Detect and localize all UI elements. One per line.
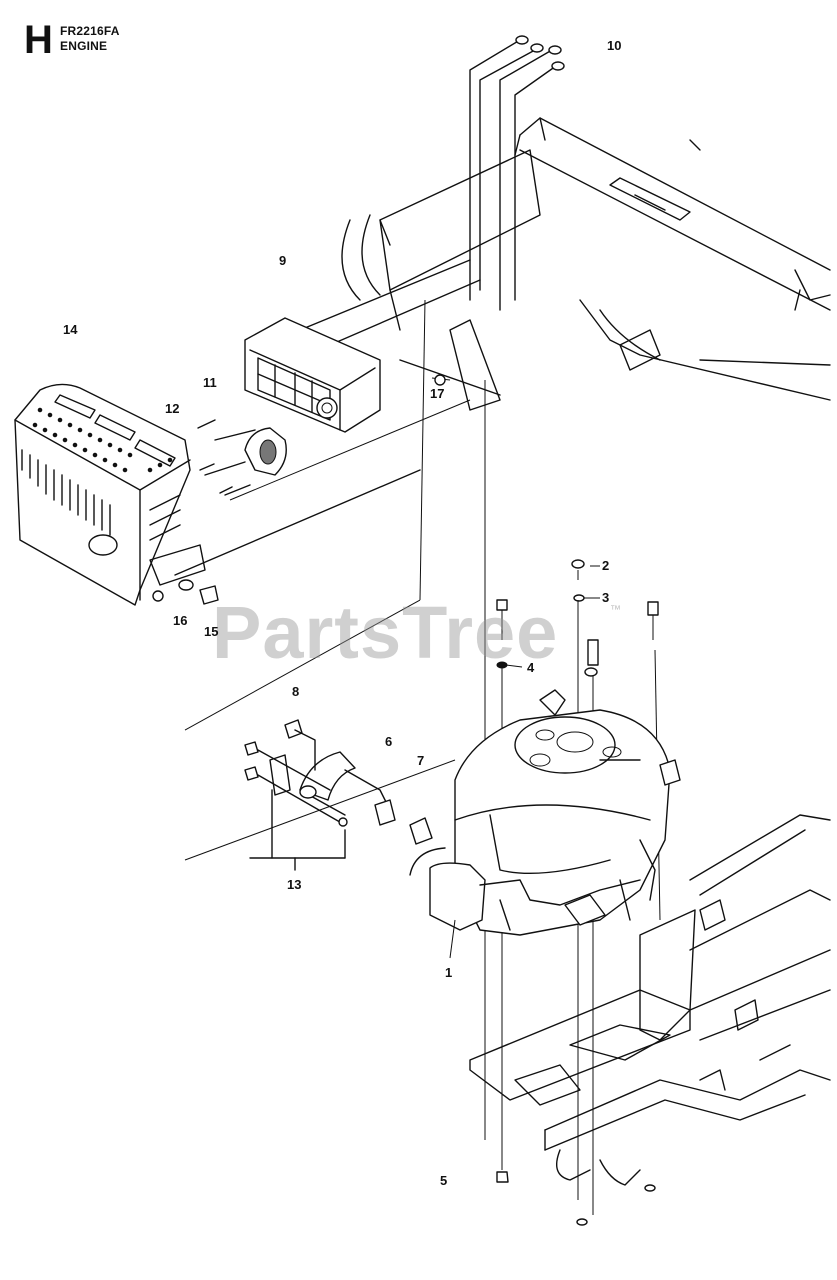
callout-9[interactable]: 9 (279, 253, 287, 268)
callout-1[interactable]: 1 (445, 965, 453, 980)
muffler-cover-14 (14, 383, 191, 606)
callout-2[interactable]: 2 (602, 558, 610, 573)
cover-vent-holes (32, 407, 173, 473)
model-number: FR2216FA (60, 24, 120, 38)
callout-17[interactable]: 17 (430, 386, 445, 401)
callout-14[interactable]: 14 (63, 322, 78, 337)
callout-6[interactable]: 6 (385, 734, 393, 749)
callout-12[interactable]: 12 (165, 401, 180, 416)
callout-11[interactable]: 11 (203, 375, 217, 390)
watermark: PartsTree (212, 591, 559, 674)
callout-4[interactable]: 4 (527, 660, 535, 675)
leader-lines (431, 374, 600, 959)
callout-15[interactable]: 15 (204, 624, 219, 639)
section-title: ENGINE (60, 39, 108, 53)
callout-10[interactable]: 10 (607, 38, 622, 53)
callout-5[interactable]: 5 (440, 1173, 448, 1188)
exhaust-pipe-group (244, 719, 433, 871)
chassis-frame-top (514, 117, 831, 401)
callout-8[interactable]: 8 (292, 684, 300, 699)
bracket-plate (299, 149, 541, 411)
screw-group-12 (197, 419, 233, 494)
engine-1 (409, 689, 681, 936)
muffler-9 (244, 317, 381, 433)
callout-13[interactable]: 13 (287, 877, 302, 892)
callout-3[interactable]: 3 (602, 590, 610, 605)
exhaust-flange-11 (204, 427, 287, 496)
fastener-group-15-16 (149, 469, 421, 605)
cover-side-slots (21, 449, 111, 536)
watermark-trademark: ™ (610, 604, 621, 616)
bolt-group-10 (469, 35, 565, 311)
section-letter: H (24, 18, 53, 62)
callout-7[interactable]: 7 (417, 753, 425, 768)
callout-16[interactable]: 16 (173, 613, 188, 628)
chassis-frame-bottom (469, 814, 831, 1186)
